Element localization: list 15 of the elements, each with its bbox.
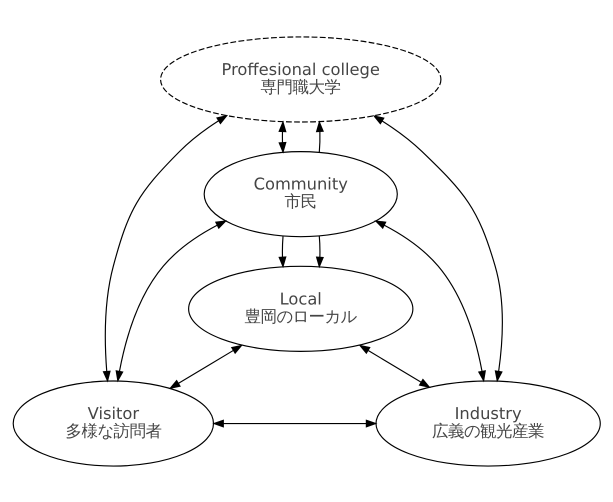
arrow: [278, 120, 287, 154]
node-ellipse: Industry 広義の観光産業: [375, 380, 601, 466]
arrow: [102, 114, 228, 382]
arrow: [278, 236, 287, 268]
arrow: [358, 344, 431, 388]
arrow: [374, 220, 486, 382]
arrow: [372, 114, 503, 382]
arrow: [168, 344, 243, 389]
arrow: [316, 236, 324, 268]
arrow: [316, 120, 324, 152]
node-ellipse: Community 市民: [204, 150, 398, 237]
node-ellipse: Proffesional college 専門職大学: [160, 36, 442, 122]
arrow: [212, 418, 378, 428]
node-ellipse: Local 豊岡のローカル: [188, 265, 414, 352]
arrow: [116, 220, 228, 382]
